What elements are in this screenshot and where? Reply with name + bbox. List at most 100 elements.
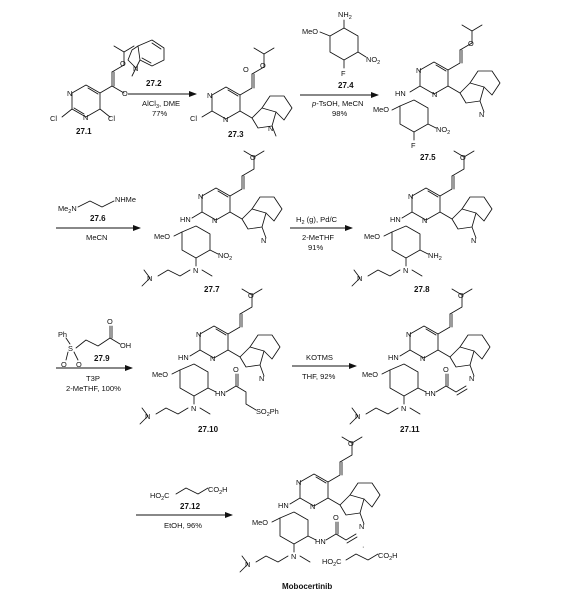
atom-hn: HN xyxy=(278,501,289,510)
atom-n: N xyxy=(191,404,196,413)
atom-ph: Ph xyxy=(58,330,67,339)
atom-n: N xyxy=(198,192,203,201)
step-condition: AlCl3, DME xyxy=(142,99,180,110)
atom-n: N xyxy=(145,412,150,421)
compound-27-11: HN N N N O MeO HN O N N 27.11 xyxy=(349,288,491,434)
atom-no2: NO2 xyxy=(366,55,380,66)
atom-n: N xyxy=(268,124,273,133)
atom-ho2c: HO2C xyxy=(150,491,170,502)
step-condition: 2-MeTHF, 100% xyxy=(66,384,121,393)
compound-label: Mobocertinib xyxy=(282,582,332,591)
atom-o: O xyxy=(243,65,249,74)
compound-27-10: HN N N N O MeO HN O SO2Ph N N 27.10 xyxy=(139,288,281,434)
atom-hn: HN xyxy=(390,215,401,224)
compound-label: 27.6 xyxy=(90,214,106,223)
compound-label: 27.5 xyxy=(420,153,436,162)
atom-ho2c: HO2C xyxy=(322,557,342,568)
reaction-step-7: EtOH, 96% xyxy=(136,512,233,530)
atom-n: N xyxy=(359,522,364,531)
compound-label: 27.8 xyxy=(414,285,430,294)
atom-o: O xyxy=(250,153,256,162)
atom-f: F xyxy=(411,141,416,150)
atom-oh: OH xyxy=(120,341,131,350)
atom-n: N xyxy=(406,330,411,339)
atom-n: N xyxy=(296,478,301,487)
atom-n: N xyxy=(408,192,413,201)
reaction-step-5: T3P 2-MeTHF, 100% xyxy=(56,365,133,393)
compound-27-4: NH2 MeO NO2 F 27.4 xyxy=(302,10,380,90)
compound-label: 27.7 xyxy=(204,285,220,294)
atom-o: O xyxy=(458,291,464,300)
step-yield: 77% xyxy=(152,109,167,118)
atom-o: O xyxy=(460,153,466,162)
atom-o: O xyxy=(468,39,474,48)
atom-s: S xyxy=(68,344,73,353)
compound-27-5: HN N N N O MeO NO2 F 27.5 xyxy=(373,24,501,162)
atom-meo: MeO xyxy=(152,370,168,379)
atom-n: N xyxy=(193,266,198,275)
step-condition: MeCN xyxy=(86,233,108,242)
salt-dot: · xyxy=(362,542,364,551)
atom-n: N xyxy=(223,115,228,124)
atom-cl: Cl xyxy=(108,114,115,123)
atom-hn: HN xyxy=(178,353,189,362)
step-condition: KOTMS xyxy=(306,353,333,362)
reaction-step-2: p-TsOH, MeCN 98% xyxy=(300,92,379,118)
reaction-step-1: AlCl3, DME 77% xyxy=(128,91,197,118)
atom-no2: NO2 xyxy=(436,125,450,136)
compound-label: 27.11 xyxy=(400,425,420,434)
atom-n: N xyxy=(147,274,152,283)
atom-f: F xyxy=(341,69,346,78)
atom-cl: Cl xyxy=(190,114,197,123)
atom-co2h: CO2H xyxy=(378,551,398,562)
compound-27-3: Cl N N N O O 27.3 xyxy=(190,47,293,139)
atom-n: N xyxy=(291,552,296,561)
compound-label: 27.4 xyxy=(338,81,354,90)
compound-27-7: HN N N N O MeO NO2 N N 27.7 xyxy=(141,150,283,294)
atom-n: N xyxy=(479,110,484,119)
compound-label: 27.10 xyxy=(198,425,219,434)
reaction-step-4: H2 (g), Pd/C 2-MeTHF 91% xyxy=(290,215,353,252)
atom-n: N xyxy=(210,354,215,363)
atom-hn: HN xyxy=(395,89,406,98)
compound-27-9: Ph S O O O OH 27.9 xyxy=(58,317,131,369)
compound-label: 27.1 xyxy=(76,127,92,136)
step-condition: THF, 92% xyxy=(302,372,336,381)
reaction-step-3: MeCN xyxy=(56,225,141,242)
atom-o: O xyxy=(233,365,239,374)
atom-n: N xyxy=(416,66,421,75)
atom-n: N xyxy=(471,236,476,245)
step-condition: p-TsOH, MeCN xyxy=(311,99,363,108)
atom-n: N xyxy=(207,91,212,100)
atom-n: N xyxy=(432,90,437,99)
compound-27-8: HN N N N O MeO NH2 N N 27.8 xyxy=(351,150,493,294)
step-yield: 98% xyxy=(332,109,347,118)
atom-n: N xyxy=(403,266,408,275)
atom-meo: MeO xyxy=(364,232,380,241)
atom-nh2: NH2 xyxy=(428,251,442,262)
compound-mobocertinib: HN N N N O MeO HN O N N · HO2C CO2H Mobo… xyxy=(239,436,398,591)
compound-27-2: N 27.2 xyxy=(127,39,165,88)
atom-o: O xyxy=(443,365,449,374)
compound-label: 27.12 xyxy=(180,502,201,511)
compound-27-12: HO2C CO2H 27.12 xyxy=(150,485,228,511)
atom-o: O xyxy=(107,317,113,326)
atom-meo: MeO xyxy=(252,518,268,527)
compound-label: 27.9 xyxy=(94,354,110,363)
step-condition: H2 (g), Pd/C xyxy=(296,215,338,226)
step-yield: 91% xyxy=(308,243,323,252)
atom-nh: HN xyxy=(425,389,436,398)
atom-o: O xyxy=(76,360,82,369)
atom-n: N xyxy=(355,412,360,421)
atom-n: N xyxy=(261,236,266,245)
atom-so2ph: SO2Ph xyxy=(256,407,279,418)
atom-nh: HN xyxy=(215,389,226,398)
atom-nhme: NHMe xyxy=(115,195,136,204)
atom-hn: HN xyxy=(388,353,399,362)
compound-label: 27.2 xyxy=(146,79,162,88)
compound-27-6: Me2N NHMe 27.6 xyxy=(58,195,136,223)
step-condition: EtOH, 96% xyxy=(164,521,202,530)
reaction-step-6: KOTMS THF, 92% xyxy=(292,353,357,381)
step-condition: 2-MeTHF xyxy=(302,233,334,242)
